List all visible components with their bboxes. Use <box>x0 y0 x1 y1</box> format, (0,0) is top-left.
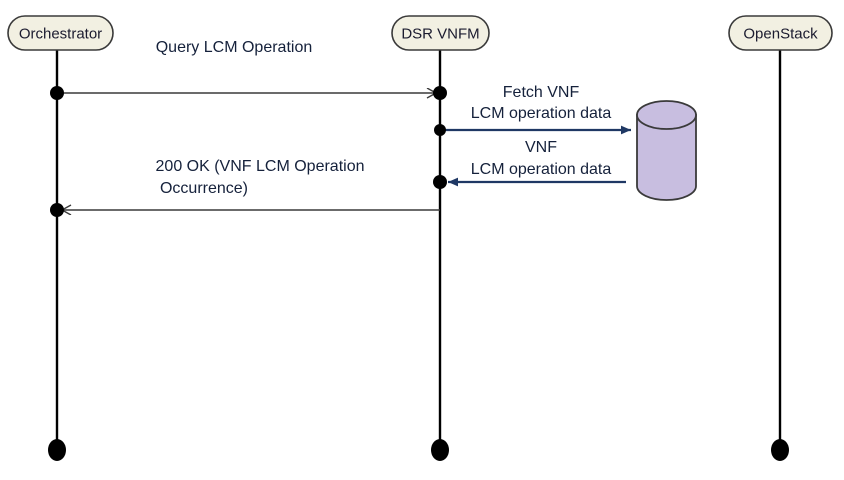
participant-box-dsr-vnfm <box>391 15 490 51</box>
activation-dot-dsr-vnfm-data <box>433 175 447 189</box>
message-label-fetch-vnf-line2: LCM operation data <box>471 105 612 122</box>
message-label-200-ok-line1: 200 OK (VNF LCM Operation <box>156 158 365 175</box>
message-label-fetch-vnf-line1: Fetch VNF <box>503 84 580 101</box>
lifeline-terminator-orchestrator <box>48 439 66 461</box>
activation-dots-group <box>50 86 447 217</box>
activation-dot-orchestrator-receive <box>50 203 64 217</box>
participant-box-openstack <box>728 15 833 51</box>
database-cylinder-top <box>636 100 697 130</box>
lifelines-group <box>55 50 782 450</box>
activation-dot-dsr-vnfm-receive <box>433 86 447 100</box>
participant-label-orchestrator: Orchestrator <box>19 26 102 43</box>
message-label-query-lcm-operation: Query LCM Operation <box>156 39 313 56</box>
message-query-lcm-operation: Query LCM Operation <box>57 39 436 93</box>
participant-label-openstack: OpenStack <box>743 26 818 43</box>
database-cylinder-icon <box>636 100 697 201</box>
lifeline-terminator-dsr-vnfm <box>431 439 449 461</box>
activation-dot-dsr-vnfm-fetch <box>434 124 446 136</box>
message-label-vnf-data-line1: VNF <box>525 139 557 156</box>
message-label-vnf-data-line2: LCM operation data <box>471 161 612 178</box>
lifeline-terminator-openstack <box>771 439 789 461</box>
lifeline-terminators-group <box>48 439 789 461</box>
participant-box-orchestrator <box>7 15 114 51</box>
database-cylinder-body <box>636 114 697 201</box>
message-vnf-lcm-operation-data: VNF LCM operation data <box>448 139 626 187</box>
participant-label-dsr-vnfm: DSR VNFM <box>401 26 479 43</box>
participant-openstack[interactable]: OpenStack <box>728 15 833 51</box>
message-200-ok-vnf-lcm-operation-occurrence: 200 OK (VNF LCM Operation Occurrence) <box>62 158 440 210</box>
message-label-200-ok-line2: Occurrence) <box>160 180 248 197</box>
message-fetch-vnf-lcm-operation-data: Fetch VNF LCM operation data <box>443 84 631 135</box>
participant-orchestrator[interactable]: Orchestrator <box>7 15 114 51</box>
activation-dot-orchestrator-send <box>50 86 64 100</box>
participant-dsr-vnfm[interactable]: DSR VNFM <box>391 15 490 51</box>
